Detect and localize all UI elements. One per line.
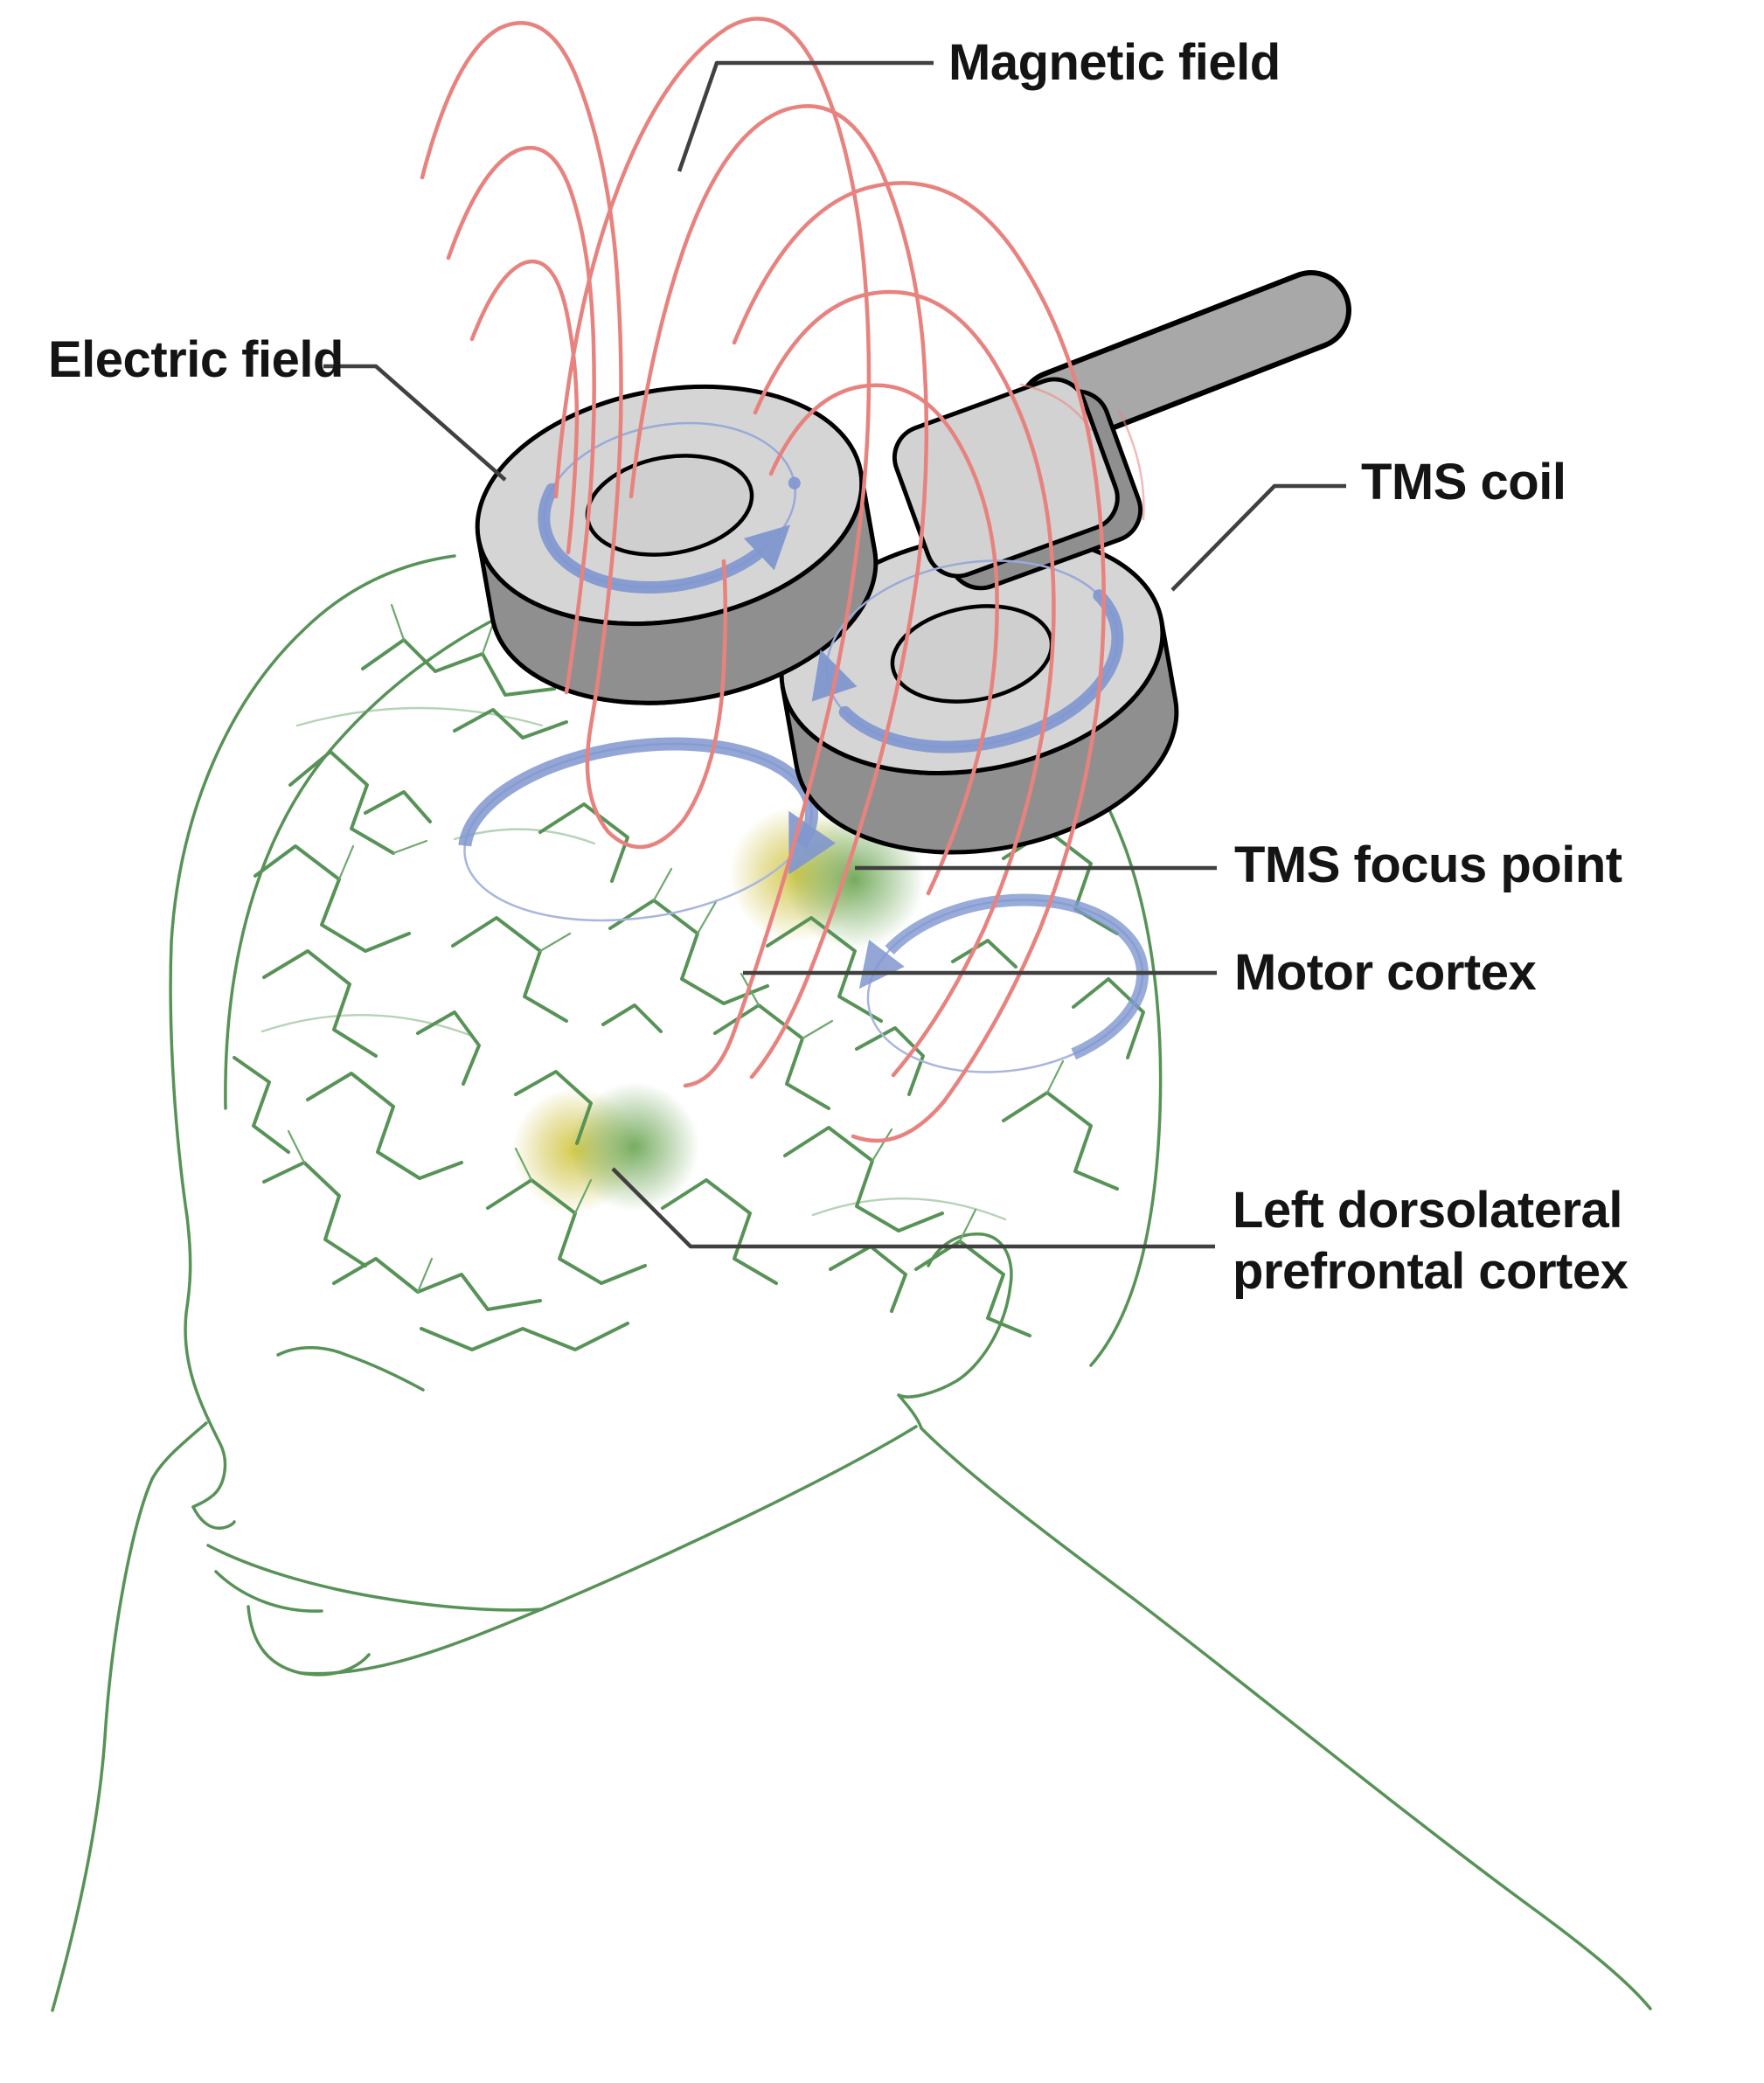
neck-shoulder-line	[920, 1427, 1652, 2010]
label-motor-cortex: Motor cortex	[1234, 944, 1537, 1001]
dlpfc-glow-green	[570, 1082, 699, 1212]
chin-line	[247, 1605, 371, 1677]
coil-handle	[1017, 270, 1351, 449]
coil-current-left	[538, 416, 802, 594]
leader-dlpfc	[611, 1167, 1215, 1249]
brow-eye-line	[276, 1346, 425, 1392]
forehead-nose-line	[169, 941, 227, 1509]
leader-magnetic-field	[677, 60, 934, 172]
upper-lip-line	[206, 1544, 544, 1612]
gyri-spurs	[287, 603, 1065, 1294]
label-electric-field: Electric field	[48, 331, 344, 388]
label-dlpfc: Left dorsolateral prefrontal cortex	[1233, 1180, 1629, 1302]
label-tms-coil: TMS coil	[1361, 454, 1566, 510]
label-tms-focus-point: TMS focus point	[1234, 837, 1622, 893]
label-dlpfc-line1: Left dorsolateral	[1233, 1182, 1622, 1239]
induced-arrow-left-icon	[858, 940, 905, 989]
leader-tms-coil	[1170, 483, 1346, 592]
scalp-line	[170, 554, 456, 944]
nostril-line	[191, 1505, 236, 1531]
label-magnetic-field: Magnetic field	[948, 34, 1281, 91]
jaw-line	[299, 1425, 918, 1676]
magnetic-field-lines	[420, 17, 1145, 1143]
label-dlpfc-line2: prefrontal cortex	[1233, 1243, 1629, 1300]
cheek-back-line	[51, 1421, 208, 2012]
head-outline	[51, 554, 1652, 2012]
leader-electric-field	[323, 364, 507, 482]
ear-outline	[897, 1232, 1013, 1430]
mouth-line	[214, 1570, 323, 1613]
coil-arrow-left-lobe-icon	[743, 524, 790, 571]
tms-coil-graphic	[475, 270, 1351, 855]
leader-lines	[323, 60, 1346, 1249]
